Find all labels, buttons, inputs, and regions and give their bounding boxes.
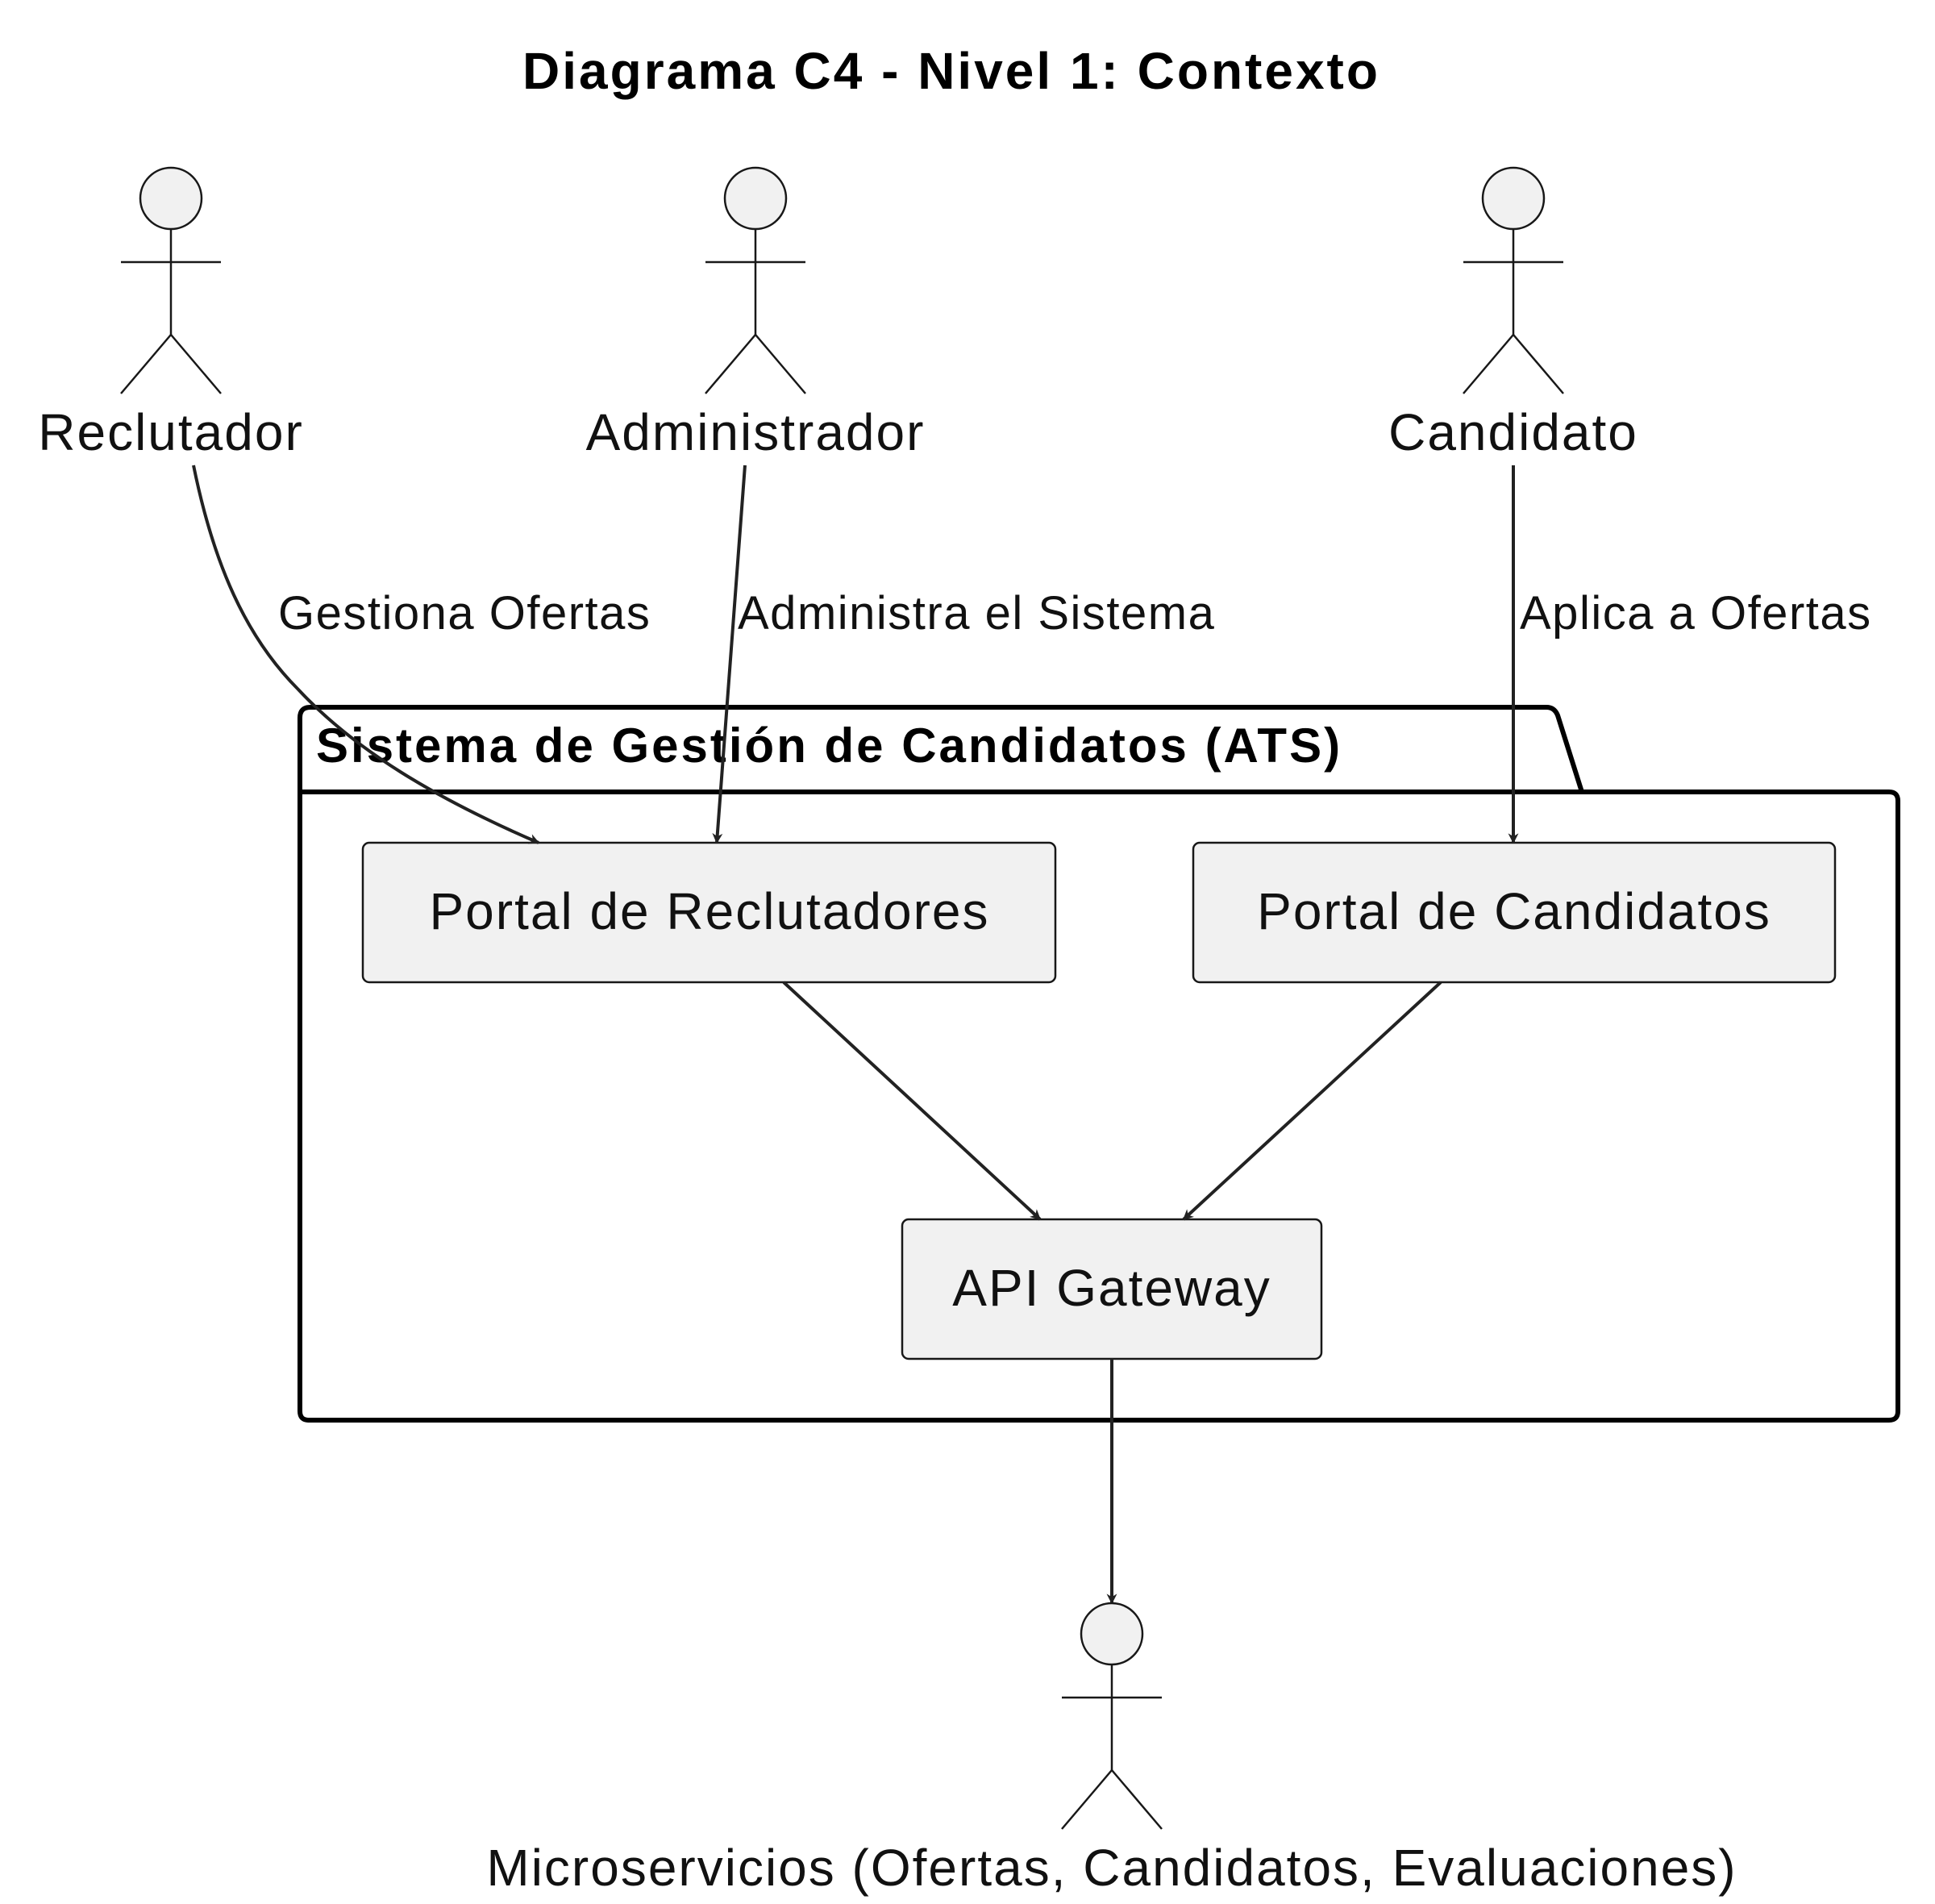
actor-label: Candidato <box>1388 403 1638 461</box>
actor-label: Administrador <box>586 403 926 461</box>
actor-candidato: Candidato <box>1388 166 1638 461</box>
actor-icon <box>120 166 222 394</box>
diagram-title: Diagrama C4 - Nivel 1: Contexto <box>522 42 1380 100</box>
edge-candidatos-gateway <box>1182 981 1442 1221</box>
component-label: Portal de Candidatos <box>1257 882 1771 940</box>
actor-icon <box>1061 1602 1163 1830</box>
actor-microservicios: Microservicios (Ofertas, Candidatos, Eva… <box>486 1602 1737 1897</box>
actor-reclutador: Reclutador <box>38 166 304 461</box>
edge-reclutadores-gateway <box>782 981 1042 1221</box>
actor-icon <box>705 166 806 394</box>
actor-label: Microservicios (Ofertas, Candidatos, Eva… <box>486 1839 1737 1897</box>
package-title: Sistema de Gestión de Candidatos (ATS) <box>316 719 1342 773</box>
edge-label-aplica-ofertas: Aplica a Ofertas <box>1520 587 1872 640</box>
actor-icon <box>1463 166 1564 394</box>
component-api-gateway: API Gateway <box>901 1218 1323 1360</box>
edge-reclutador-portal <box>192 465 540 844</box>
package-frame <box>298 705 1900 1423</box>
actor-administrador: Administrador <box>586 166 926 461</box>
component-label: API Gateway <box>952 1259 1271 1317</box>
component-portal-candidatos: Portal de Candidatos <box>1192 841 1837 984</box>
edge-admin-portal <box>712 465 747 844</box>
package-ats: Sistema de Gestión de Candidatos (ATS) <box>298 705 1900 1423</box>
edge-label-administra-sistema: Administra el Sistema <box>738 587 1215 640</box>
edge-label-gestiona-ofertas: Gestiona Ofertas <box>278 587 651 640</box>
actor-label: Reclutador <box>38 403 304 461</box>
component-label: Portal de Reclutadores <box>429 882 989 940</box>
component-portal-reclutadores: Portal de Reclutadores <box>361 841 1057 984</box>
